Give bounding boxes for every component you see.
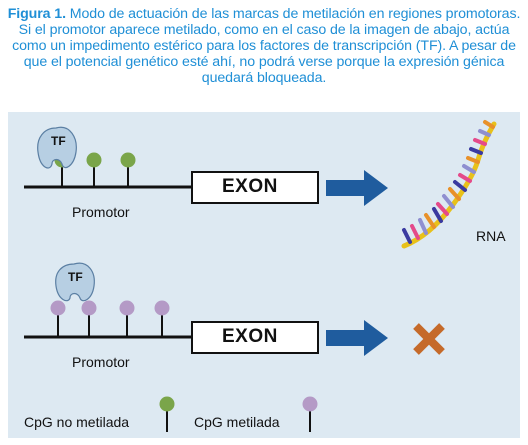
rna-base-7 [442,194,455,209]
rna-backbone [401,121,497,249]
top-cpg-unmethylated-2 [86,152,102,168]
top-exon-label: EXON [222,176,278,197]
bottom-tf-label: TF [68,270,83,284]
rna-base-3 [418,218,428,235]
bottom-cpg-methylated-2 [81,300,97,316]
figure-caption: Figura 1. Modo de actuación de las marca… [6,6,522,86]
bottom-tf-shape [55,262,95,302]
top-cpg-unmethylated-3 [120,152,136,168]
rna-label: RNA [476,228,506,244]
legend-unmethylated-cpg [159,396,175,412]
rna-strand [401,120,497,249]
bottom-cpg-methylated-3 [119,300,135,316]
rna-base-13 [469,147,483,155]
rna-base-11 [462,164,476,174]
rna-base-14 [473,138,487,146]
bottom-cpg-methylated-4 [154,300,170,316]
bottom-promoter-label: Promotor [72,354,130,370]
rna-base-10 [458,173,472,183]
rna-base-9 [453,180,467,192]
legend-methylated-cpg [302,396,318,412]
rna-base-2 [410,224,420,240]
bottom-exon-box [191,321,319,354]
top-arrow [326,170,388,206]
top-tf-shape [37,126,77,169]
bottom-cpg-methylated-1 [50,300,66,316]
top-exon-box [191,171,319,204]
legend-methylated-label: CpG metilada [194,414,280,430]
bottom-cpg-sites [57,310,163,337]
rna-base-4 [424,213,436,229]
rna-base-16 [483,120,495,129]
bottom-arrow [326,320,388,356]
top-promoter-label: Promotor [72,204,130,220]
rna-base-15 [478,129,491,137]
figure-label: Figura 1. [7,6,66,22]
caption-text: Modo de actuación de las marcas de metil… [12,6,521,86]
rna-base-1 [402,228,412,244]
cross-icon [413,323,445,355]
rna-base-6 [436,202,449,216]
top-tf-label: TF [51,134,66,148]
rna-base-8 [448,187,461,201]
bottom-exon-label: EXON [222,326,278,347]
rna-base-12 [466,156,480,164]
legend-unmethylated-label: CpG no metilada [24,414,130,430]
rna-base-5 [432,207,443,223]
